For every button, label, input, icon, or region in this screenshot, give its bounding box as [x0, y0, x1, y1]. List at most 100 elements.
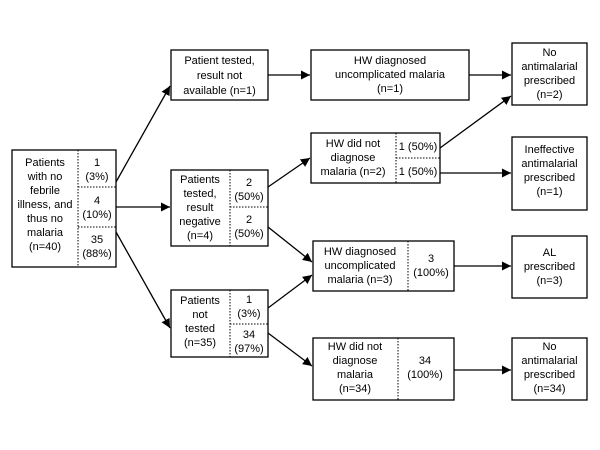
text-line: 1 (50%): [399, 166, 438, 178]
text-line: (n=34): [533, 383, 565, 395]
arrow-start-to-not-tested: [115, 231, 171, 329]
text-line: (n=34): [339, 383, 371, 395]
text-line: prescribed: [524, 369, 575, 381]
text-line: antimalarial: [521, 158, 577, 170]
hw-not-diagnose-n2-cell-1: 1 (50%): [399, 141, 438, 153]
arrow-hw-not-diagnose-to-no-antimalarial: [439, 95, 512, 149]
text-line: 1 (50%): [399, 141, 438, 153]
text-line: with no: [27, 171, 63, 183]
text-line: available (n=1): [183, 85, 255, 97]
start-cell-2: 4 (10%): [82, 195, 111, 221]
text-line: diagnose: [333, 355, 378, 367]
arrow-negative-to-hw-uncomplicated: [267, 226, 313, 263]
text-line: 34: [419, 355, 431, 367]
hw-not-diagnose-n2-label: HW did not diagnose malaria (n=2): [320, 138, 385, 178]
text-line: diagnose: [331, 152, 376, 164]
text-line: tested: [185, 323, 215, 335]
text-line: Patients: [180, 174, 220, 186]
text-line: 1: [246, 294, 252, 306]
text-line: HW did not: [328, 341, 382, 353]
text-line: (97%): [234, 343, 263, 355]
text-line: (100%): [407, 369, 442, 381]
text-line: prescribed: [524, 172, 575, 184]
arrow-negative-to-hw-not-diagnose: [267, 157, 311, 188]
text-line: 34: [243, 329, 255, 341]
text-line: Ineffective: [525, 144, 575, 156]
text-line: (50%): [234, 191, 263, 203]
text-line: (10%): [82, 209, 111, 221]
text-line: (n=1): [377, 83, 403, 95]
arrow-start-to-tested-na: [115, 85, 171, 183]
start-cell-1: 1(3%): [85, 157, 108, 183]
text-line: tested,: [183, 188, 216, 200]
not-tested-label: Patients not tested (n=35): [180, 295, 220, 349]
box-hw-not-diagnose-n34: HW did not diagnose malaria (n=34) 34 (100%): [312, 337, 455, 401]
box-tested-result-not-available: Patient tested, result not available (n=1): [170, 49, 269, 101]
box-not-tested: Patients not tested (n=35) 1 (3%) 34 (97%): [170, 289, 269, 358]
text-line: 1: [94, 157, 100, 169]
text-line: (88%): [82, 248, 111, 260]
start-cell-3: 35 (88%): [82, 234, 111, 260]
not-tested-cell-2: 34 (97%): [234, 329, 263, 355]
text-line: (50%): [234, 228, 263, 240]
text-line: negative: [179, 216, 221, 228]
text-line: (100%): [413, 267, 448, 279]
text-line: AL: [543, 247, 556, 259]
hw-diagnosed-n3-cell: 3 (100%): [413, 253, 448, 279]
text-line: malaria (n=2): [320, 166, 385, 178]
text-line: antimalarial: [521, 61, 577, 73]
box-al-prescribed: AL prescribed (n=3): [511, 235, 588, 299]
al-prescribed-label: AL prescribed (n=3): [524, 247, 575, 287]
hw-not-diagnose-n34-cell: 34 (100%): [407, 355, 442, 381]
text-line: 2: [246, 177, 252, 189]
not-tested-cell-1: 1 (3%): [237, 294, 260, 320]
text-line: malaria: [337, 369, 374, 381]
tested-negative-cell-2: 2 (50%): [234, 214, 263, 240]
text-line: HW diagnosed: [354, 55, 426, 67]
text-line: Patients: [25, 157, 65, 169]
box-no-antimalarial-n34: No antimalarial prescribed (n=34): [511, 337, 588, 401]
text-line: 3: [428, 253, 434, 265]
hw-not-diagnose-n34-label: HW did not diagnose malaria (n=34): [328, 341, 382, 395]
arrow-not-tested-to-hw-not-diagnose: [267, 332, 313, 367]
text-line: No: [542, 341, 556, 353]
no-antimalarial-n34-label: No antimalarial prescribed (n=34): [521, 341, 577, 395]
text-line: Patients: [180, 295, 220, 307]
text-line: (n=2): [537, 89, 563, 101]
text-line: result not: [197, 70, 242, 82]
text-line: not: [192, 309, 207, 321]
text-line: antimalarial: [521, 355, 577, 367]
text-line: 4: [94, 195, 100, 207]
text-line: 2: [246, 214, 252, 226]
text-line: (n=4): [187, 230, 213, 242]
text-line: malaria (n=3): [327, 274, 392, 286]
text-line: (3%): [237, 308, 260, 320]
ineffective-label: Ineffective antimalarial prescribed (n=1): [521, 144, 577, 198]
text-line: (n=40): [29, 241, 61, 253]
text-line: prescribed: [524, 261, 575, 273]
arrow-not-tested-to-hw-uncomplicated: [267, 274, 313, 309]
text-line: Patient tested,: [184, 55, 254, 67]
text-line: (n=3): [537, 275, 563, 287]
text-line: (n=35): [184, 337, 216, 349]
text-line: prescribed: [524, 75, 575, 87]
tested-negative-cell-1: 2 (50%): [234, 177, 263, 203]
text-line: (n=1): [537, 186, 563, 198]
text-line: thus no: [27, 213, 63, 225]
text-line: HW did not: [326, 138, 380, 150]
text-line: illness, and: [17, 199, 72, 211]
text-line: 35: [91, 234, 103, 246]
text-line: uncomplicated: [325, 260, 396, 272]
connectors: [115, 70, 512, 375]
box-ineffective-antimalarial: Ineffective antimalarial prescribed (n=1): [511, 136, 588, 211]
